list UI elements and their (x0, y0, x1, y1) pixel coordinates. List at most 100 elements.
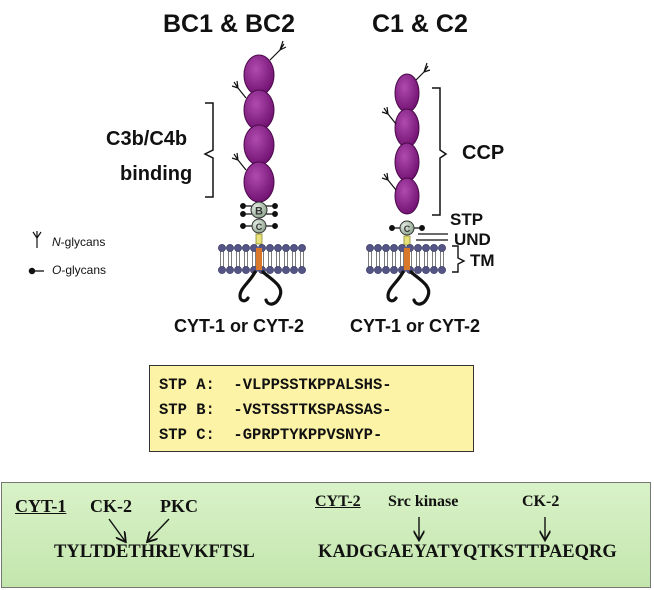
ccp-domain (394, 73, 420, 113)
legend-o-glycan-icon (28, 267, 44, 275)
lipid-head (282, 244, 290, 252)
cytoplasmic-tail (238, 270, 257, 303)
lipid-head (274, 244, 282, 252)
protein-structure-diagram: B C C (28, 40, 466, 306)
stp-c-bead (251, 218, 267, 234)
phosphorylation-arrows (108, 517, 652, 589)
cytoplasmic-tail-box: CYT-1 CK-2 PKC TYLTDETHREVKFTSL CYT-2 Sr… (1, 482, 651, 588)
stp-name: STP C: (159, 426, 215, 444)
lipid-head (422, 244, 430, 252)
lipid-head (366, 266, 374, 274)
lipid-head (234, 266, 242, 274)
ccp-domain (243, 124, 275, 166)
pkc-arrow (148, 518, 170, 541)
lipid-head (390, 244, 398, 252)
stp-sequence: -VSTSSTTKSPASSAS- (233, 401, 392, 419)
lipid-head (438, 266, 446, 274)
lipid-head (374, 244, 382, 252)
cyt1-title: CYT-1 (15, 496, 67, 516)
lipid-head (430, 266, 438, 274)
legend-n-glycan-icon (32, 231, 42, 248)
ccp-domain (394, 142, 420, 182)
lipid-head (366, 244, 374, 252)
legend-n-glycans: N-glycans (52, 235, 105, 249)
cyt2-kinase-src: Src kinase (388, 493, 459, 510)
lipid-head (382, 266, 390, 274)
n-glycan-icon (269, 40, 287, 61)
lipid-head (242, 266, 250, 274)
heading-bc1-bc2: BC1 & BC2 (163, 10, 295, 38)
lipid-head (290, 266, 298, 274)
lipid-head (414, 266, 422, 274)
stp-name: STP A: (159, 376, 215, 394)
cyt2-sequence: KADGGAEYATYQTKSTTPAEQRG (318, 542, 617, 562)
ck2-arrow (108, 518, 125, 541)
binding-bracket (203, 102, 214, 198)
cyt2-title: CYT-2 (315, 493, 361, 510)
cyt1-kinase-pkc: PKC (160, 496, 198, 516)
cytoplasmic-tail (261, 270, 283, 306)
ccp-bracket (432, 87, 448, 216)
cyt2-kinase-ck2: CK-2 (522, 493, 560, 510)
ccp-domain (243, 54, 275, 96)
ccp-domain (394, 177, 420, 215)
ccp-domain (243, 89, 275, 131)
lipid-head (298, 244, 306, 252)
lipid-head (290, 244, 298, 252)
left-structure: B C (203, 40, 306, 306)
n-glycan-icon (231, 152, 247, 171)
lipid-head (390, 266, 398, 274)
lipid-head (438, 244, 446, 252)
domain-c-letter: C (256, 222, 263, 232)
n-glycan-icon (231, 80, 247, 99)
lipid-head (234, 244, 242, 252)
ccp-domain (394, 108, 420, 148)
tm-label: TM (470, 251, 495, 270)
heading-c1-c2: C1 & C2 (372, 10, 468, 38)
ccp-label: CCP (462, 142, 505, 164)
n-glycan-icon (415, 62, 431, 81)
lipid-head (414, 244, 422, 252)
lipid-head (242, 244, 250, 252)
lipid-head (282, 266, 290, 274)
lipid-head (382, 244, 390, 252)
lipid-head (374, 266, 382, 274)
tm-segment (404, 248, 410, 270)
stp-sequence: -VLPPSSTKPPALSHS- (233, 376, 392, 394)
legend-o-rest: -glycans (61, 263, 107, 277)
legend-o-glycans: O-glycans (52, 263, 106, 277)
lipid-head (218, 266, 226, 274)
stp-sequence: -GPRPTYKPPVSNYP- (233, 426, 383, 444)
legend-n-rest: -glycans (60, 235, 106, 249)
lipid-head (298, 266, 306, 274)
stp-b-bead (250, 201, 268, 219)
cytoplasmic-tail (386, 270, 405, 303)
domain-c-letter: C (404, 224, 411, 234)
stp-sequence-box: STP A: -VLPPSSTKPPALSHS- STP B: -VSTSSTT… (149, 365, 474, 452)
und-segment (403, 235, 411, 246)
cyt1-kinase-ck2: CK-2 (90, 496, 132, 516)
o-glycan-icon (240, 203, 278, 229)
tm-bracket (452, 245, 466, 273)
c3b-c4b-label: C3b/C4b (106, 128, 188, 150)
right-structure: C (366, 62, 466, 306)
cytoplasmic-tail (409, 270, 431, 306)
und-segment (255, 233, 263, 245)
lipid-head (226, 266, 234, 274)
lipid-head (218, 244, 226, 252)
stp-row-a: STP A: -VLPPSSTKPPALSHS- (159, 373, 473, 398)
cyt1-sequence: TYLTDETHREVKFTSL (54, 542, 255, 562)
und-label: UND (454, 230, 491, 249)
domain-b-letter: B (255, 206, 263, 218)
ccp-domain (243, 161, 275, 203)
stp-row-c: STP C: -GPRPTYKPPVSNYP- (159, 423, 473, 448)
n-glycan-icon (381, 172, 397, 191)
n-glycan-icon (381, 106, 397, 125)
legend-o-italic: O (52, 263, 62, 277)
lipid-head (266, 244, 274, 252)
stp-label: STP (450, 210, 484, 229)
lipid-head (226, 244, 234, 252)
lipid-head (430, 244, 438, 252)
lipid-head (422, 266, 430, 274)
lipid-head (274, 266, 282, 274)
